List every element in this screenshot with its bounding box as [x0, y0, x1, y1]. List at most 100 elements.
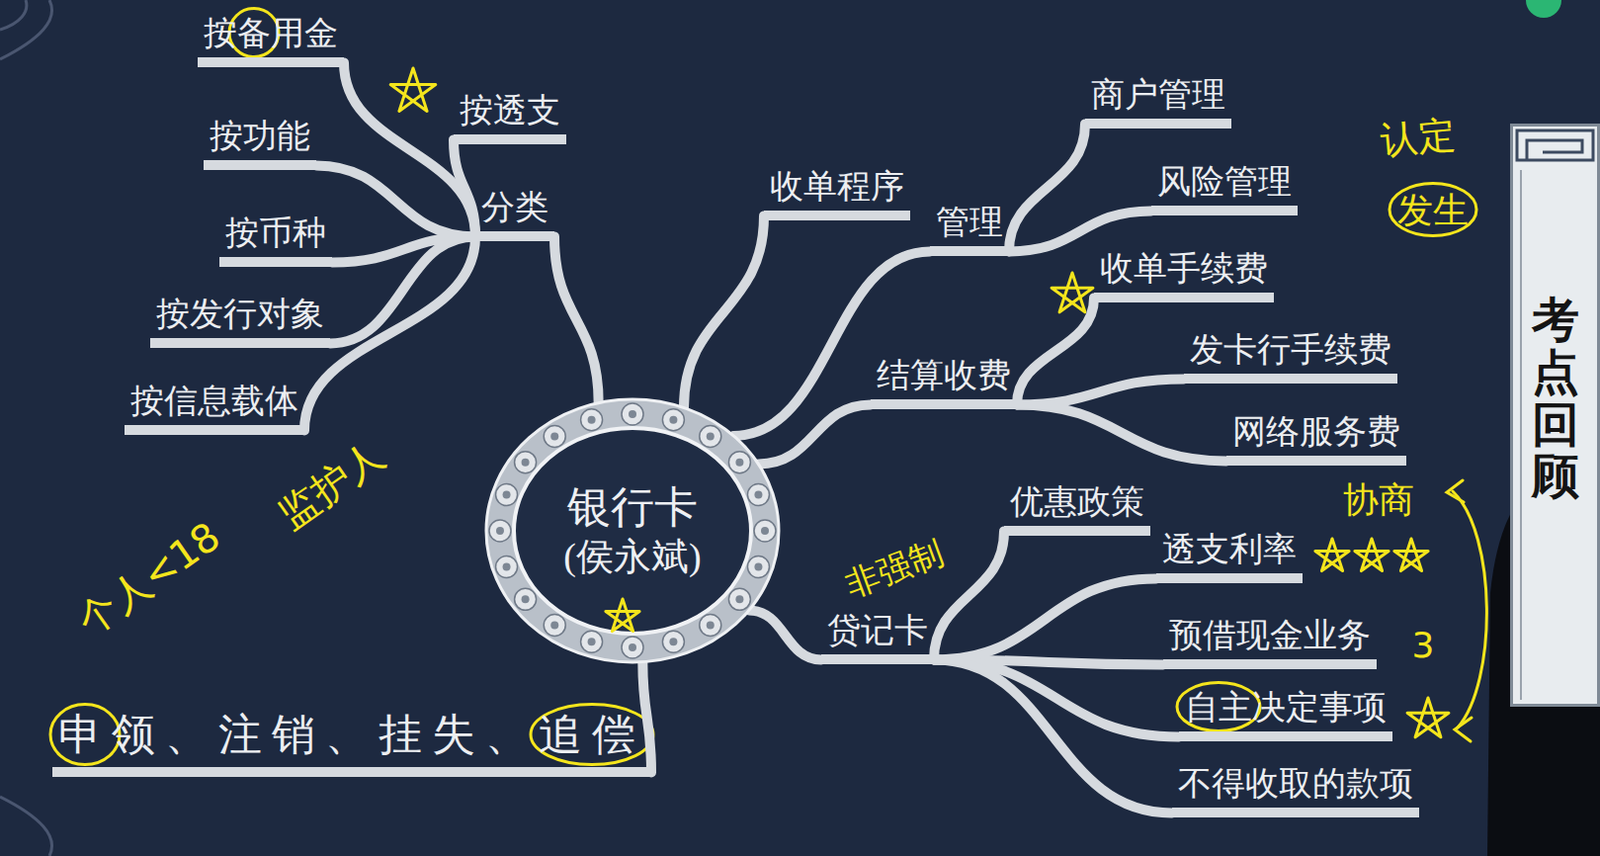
ornament [735, 594, 744, 603]
ornament [728, 588, 751, 610]
hand-arrowhead [1446, 480, 1464, 503]
branch-topic: 按币种 [219, 213, 333, 268]
fret-pattern [1526, 140, 1583, 161]
ornament [699, 613, 722, 636]
ornament [669, 416, 677, 424]
topic-text: 不得收取的款项 [1178, 763, 1414, 805]
hand-star [1394, 538, 1429, 572]
topic-text: 按功能 [209, 116, 311, 158]
hand-note: 3 [1412, 623, 1435, 667]
hand-note: 协商 [1343, 478, 1415, 521]
branch-line [933, 659, 1173, 813]
topic-text: 优惠政策 [1010, 482, 1145, 523]
hand-note: 发生 [1397, 188, 1469, 232]
topic-text: 结算收费 [876, 355, 1011, 397]
ornament [550, 432, 559, 441]
ornament [521, 458, 530, 467]
topic-text: 收单程序 [769, 167, 905, 208]
branch-topic: 结算收费 [870, 355, 1017, 411]
topic-text: (侯永斌) [563, 534, 701, 581]
branch-topic: 商户管理 [1085, 75, 1232, 130]
topic-text: 按币种 [225, 213, 327, 254]
corner-swirl [0, 796, 53, 856]
branch-line [1016, 404, 1227, 461]
central-topic: 银行卡(侯永斌) [484, 397, 781, 665]
ornament [496, 526, 505, 535]
branch-topic: 贷记卡 [821, 610, 934, 666]
branch-topic: 按信息载体 [124, 381, 305, 436]
hand-star [1407, 697, 1449, 738]
hand-arrow [1452, 491, 1487, 728]
branch-topic: 预借现金业务 [1163, 615, 1377, 671]
branch-line [1016, 378, 1184, 405]
branch-line [683, 215, 764, 408]
branch-line [554, 236, 599, 403]
branch-line [933, 530, 1005, 660]
branch-topic: 按透支 [453, 90, 567, 146]
topic-text: 按信息载体 [130, 381, 299, 422]
ornament [489, 519, 511, 542]
branch-line [453, 139, 476, 237]
oval-inner [513, 427, 752, 634]
ornament [662, 630, 684, 653]
branch-line [316, 165, 476, 237]
hand-note: 非强制 [840, 531, 949, 604]
ornament [503, 562, 511, 571]
ornament [628, 410, 637, 419]
ornament [588, 637, 596, 646]
hand-star [1051, 272, 1094, 313]
ornament [514, 588, 537, 610]
ornament [669, 637, 677, 646]
ornament [588, 416, 596, 424]
ornament [747, 555, 769, 578]
topic-text: 考点回顾 [1531, 294, 1580, 504]
branch-topic: 管理 [929, 202, 1010, 257]
hand-note: 认定 [1378, 112, 1458, 165]
ornament [699, 425, 722, 448]
branch-topic: 网络服务费 [1226, 412, 1407, 467]
topic-text: 按备用金 [203, 13, 338, 55]
topic-text: 申领、注销、挂失、追偿 [58, 709, 646, 762]
hand-circle [1389, 183, 1477, 237]
branch-topic: 不得收取的款项 [1172, 763, 1420, 819]
branch-line [1016, 297, 1095, 405]
ornament [621, 636, 644, 659]
corner-swirl [0, 0, 27, 30]
branch-topic: 按备用金 [197, 13, 344, 69]
ornament [754, 491, 762, 500]
topic-text: 贷记卡 [827, 610, 928, 652]
side-panel: 考点回顾 [1510, 123, 1600, 707]
ornament [706, 432, 715, 441]
ornament [496, 484, 518, 506]
hand-star [1315, 538, 1349, 572]
ornament [514, 451, 537, 474]
ornament [760, 526, 769, 535]
ornament [662, 409, 684, 431]
oval-outer [486, 399, 779, 663]
panel-rule [1519, 169, 1522, 700]
topic-text: 风险管理 [1157, 162, 1292, 203]
topic-text: 管理 [935, 202, 1004, 244]
ornament [706, 620, 715, 629]
branch-topic: 收单手续费 [1094, 249, 1274, 304]
hand-arrowhead [1454, 717, 1472, 742]
corner-swirl [0, 0, 53, 60]
hand-note: 个人<18 [68, 511, 229, 645]
ornament [735, 458, 744, 467]
ornament [628, 643, 637, 652]
ornament [496, 555, 518, 578]
hand-star [605, 598, 640, 632]
topic-text: 网络服务费 [1232, 412, 1401, 453]
ornament [550, 620, 559, 629]
branch-topic: 自主决定事项 [1178, 687, 1393, 743]
ornament [747, 484, 769, 506]
ornament [503, 491, 511, 500]
topic-text: 透支利率 [1162, 529, 1297, 571]
ornament [621, 403, 644, 425]
hand-star [390, 68, 436, 111]
topic-text: 银行卡 [567, 482, 698, 535]
ornament [581, 409, 603, 431]
branch-topic: 按功能 [203, 116, 317, 171]
branch-topic: 风险管理 [1151, 162, 1298, 217]
